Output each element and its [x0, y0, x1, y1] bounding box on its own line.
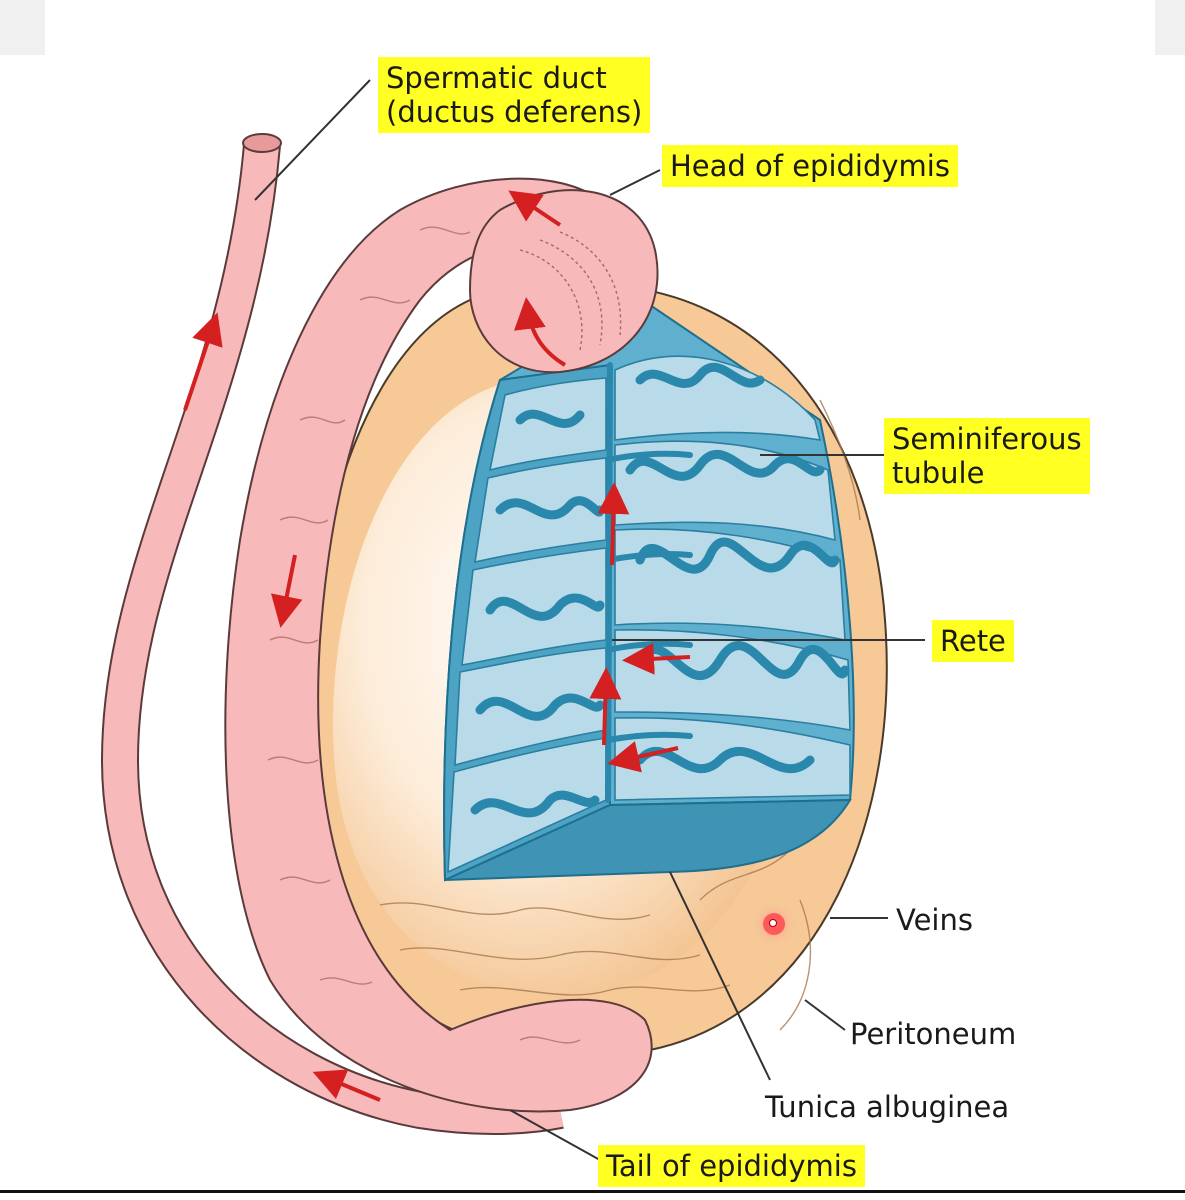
cutaway-floor — [444, 798, 852, 881]
top-strip-inner — [45, 0, 1155, 55]
label-spermatic-duct-line1: Spermatic duct — [386, 61, 607, 95]
spermatic-duct-fill — [102, 143, 564, 1133]
flow-arrows — [183, 190, 691, 1102]
label-spermatic-duct: Spermatic duct (ductus deferens) — [378, 57, 651, 133]
head-dotted-ducts — [519, 231, 622, 351]
leader-lines — [254, 79, 925, 1161]
duct-cut-end — [242, 133, 282, 153]
label-seminiferous-line1: Seminiferous — [892, 422, 1082, 456]
seminiferous-tubules — [470, 363, 850, 818]
label-rete: Rete — [932, 620, 1014, 662]
surface-veins — [379, 399, 861, 1031]
epididymis-texture — [267, 226, 581, 1044]
top-strip — [0, 0, 1185, 55]
label-tail-of-epididymis: Tail of epididymis — [598, 1145, 865, 1187]
label-spermatic-duct-line2: (ductus deferens) — [386, 95, 643, 129]
lobule-panels — [447, 355, 851, 874]
epididymis — [224, 177, 653, 1113]
label-seminiferous-tubule: Seminiferous tubule — [884, 418, 1090, 494]
label-peritoneum: Peritoneum — [850, 1017, 1017, 1051]
red-dot-marker — [763, 913, 785, 935]
label-tunica-albuginea: Tunica albuginea — [765, 1090, 1010, 1124]
label-seminiferous-line2: tubule — [892, 456, 985, 490]
label-head-of-epididymis: Head of epididymis — [662, 145, 958, 187]
bottom-rule — [0, 1190, 1185, 1193]
label-veins: Veins — [896, 903, 973, 937]
